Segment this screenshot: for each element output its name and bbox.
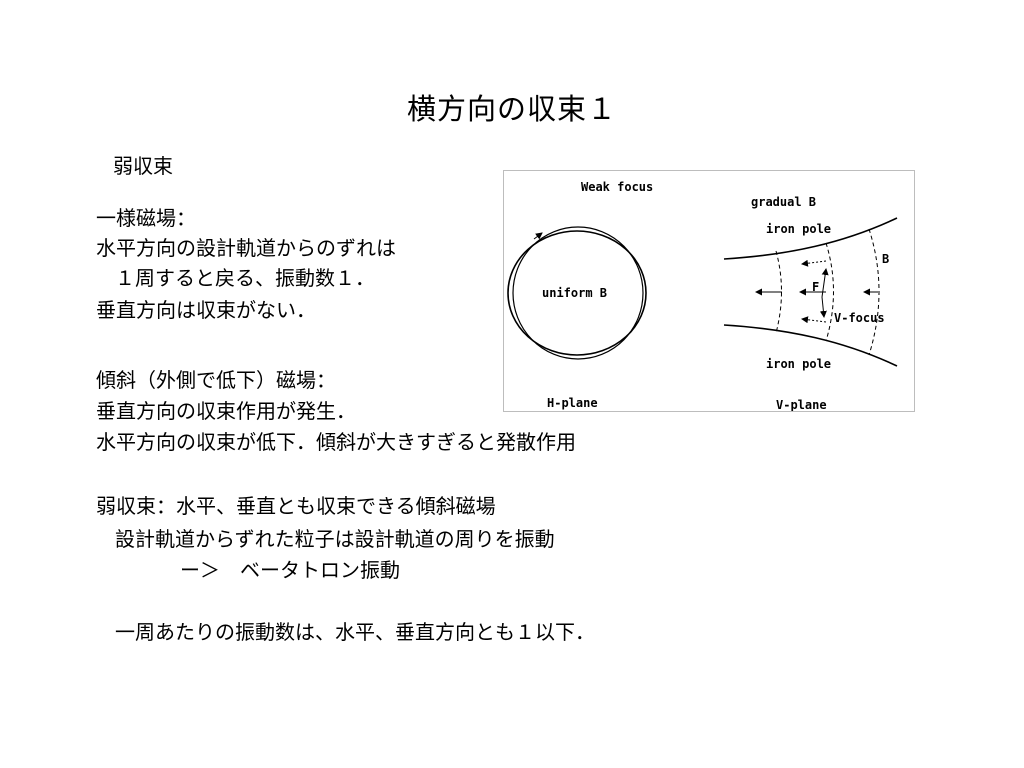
f-label: F: [812, 280, 819, 294]
text-vertical-focus-occurs: 垂直方向の収束作用が発生．: [96, 399, 356, 423]
h-plane-label: H-plane: [547, 396, 598, 410]
weak-focus-figure: Weak focus uniform B H-plane gradual B i…: [503, 170, 915, 412]
text-tune-below-one: 一周あたりの振動数は、水平、垂直方向とも１以下．: [115, 620, 595, 644]
heading-weak-focus: 弱収束: [113, 154, 173, 178]
text-returns-one-turn: １周すると戻る、振動数１．: [115, 266, 375, 290]
iron-pole-top-label: iron pole: [766, 222, 831, 236]
uniform-b-label: uniform B: [542, 286, 607, 300]
v-plane-field-lines: [775, 228, 880, 356]
iron-pole-bottom-label: iron pole: [766, 357, 831, 371]
text-particle-oscillation: 設計軌道からずれた粒子は設計軌道の周りを振動: [115, 527, 555, 551]
gradual-b-label: gradual B: [751, 195, 816, 209]
v-focus-label: V-focus: [834, 311, 885, 325]
heading-uniform-field: 一様磁場：: [96, 206, 196, 230]
text-betatron-oscillation: ー＞ ベータトロン振動: [180, 558, 400, 582]
text-weak-focus-definition: 弱収束：水平、垂直とも収束できる傾斜磁場: [96, 494, 496, 518]
v-plane-label: V-plane: [776, 398, 827, 411]
h-plane-orbits: [507, 226, 647, 360]
heading-gradient-field: 傾斜（外側で低下）磁場：: [96, 368, 336, 392]
text-horizontal-focus-decreases: 水平方向の収束が低下．傾斜が大きすぎると発散作用: [96, 430, 576, 454]
b-label: B: [882, 252, 889, 266]
figure-title: Weak focus: [581, 180, 653, 194]
text-no-vertical-focus: 垂直方向は収束がない．: [96, 298, 316, 322]
v-plane-force-arrows: [755, 259, 878, 324]
slide-title: 横方向の収束１: [406, 92, 617, 126]
text-horizontal-deviation: 水平方向の設計軌道からのずれは: [96, 236, 396, 260]
v-plane-pole-faces: [723, 217, 898, 367]
